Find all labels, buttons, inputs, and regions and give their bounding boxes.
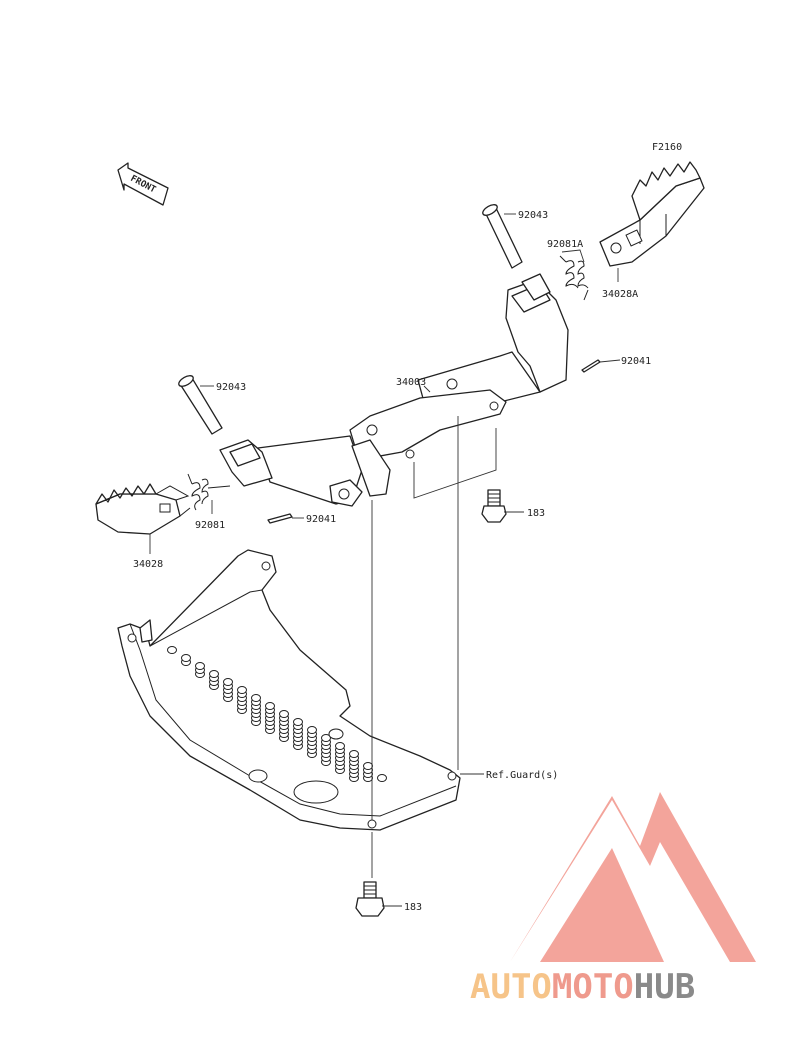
- label-bolt-lower: 183: [404, 902, 422, 913]
- spring-right: [559, 255, 589, 301]
- skid-plate-guard: [117, 549, 461, 831]
- guard-hole: [279, 710, 289, 718]
- guard-hole: [251, 694, 261, 702]
- logo-text-auto: AUTO: [470, 967, 552, 1007]
- cotter-right: [581, 359, 601, 373]
- guard-hole: [349, 750, 359, 758]
- leader-lines: [149, 213, 621, 907]
- guard-hole: [321, 734, 331, 742]
- guard-hole: [181, 654, 191, 662]
- guard-hole: [195, 662, 205, 670]
- footpeg-right: [599, 161, 705, 267]
- label-pin-left: 92043: [216, 382, 246, 393]
- guard-hole: [167, 646, 177, 654]
- label-footpeg-right: 34028A: [602, 289, 638, 300]
- part-labels: 92043 92081A 34028A 92041 34003 92043 92…: [133, 210, 651, 913]
- label-ref-guard: Ref.Guard(s): [486, 770, 558, 781]
- label-spring-left: 92081: [195, 520, 225, 531]
- logo-text-moto: MOTO: [552, 967, 634, 1007]
- label-footpeg-left: 34028: [133, 559, 163, 570]
- label-spring-right: 92081A: [547, 239, 583, 250]
- footpeg-left: [95, 483, 191, 535]
- guard-hole: [223, 678, 233, 686]
- guard-hole: [265, 702, 275, 710]
- footpeg-bracket: [219, 273, 569, 507]
- bolt-lower: [355, 881, 385, 917]
- cotter-left: [267, 513, 293, 524]
- label-cotter-right: 92041: [621, 356, 651, 367]
- guard-hole: [237, 686, 247, 694]
- guard-hole: [209, 670, 219, 678]
- automotohub-logo: AUTOMOTOHUB: [470, 792, 756, 1007]
- front-arrow-icon: FRONT: [117, 162, 169, 206]
- label-cotter-left: 92041: [306, 514, 336, 525]
- guard-hole: [363, 762, 373, 770]
- svg-text:AUTOMOTOHUB: AUTOMOTOHUB: [470, 967, 695, 1007]
- guard-hole: [335, 742, 345, 750]
- pin-right: [482, 204, 523, 269]
- pin-left: [178, 375, 223, 435]
- label-bolt-upper: 183: [527, 508, 545, 519]
- guard-hole: [377, 774, 387, 782]
- logo-text-hub: HUB: [634, 967, 695, 1007]
- guard-holes: [167, 646, 387, 782]
- spring-left: [187, 473, 231, 511]
- guard-hole: [307, 726, 317, 734]
- label-bracket: 34003: [396, 377, 426, 388]
- bolt-upper: [481, 489, 507, 523]
- guard-hole: [293, 718, 303, 726]
- label-pin-right: 92043: [518, 210, 548, 221]
- figure-code: F2160: [652, 142, 682, 153]
- logo-triangle-icon: [510, 792, 756, 962]
